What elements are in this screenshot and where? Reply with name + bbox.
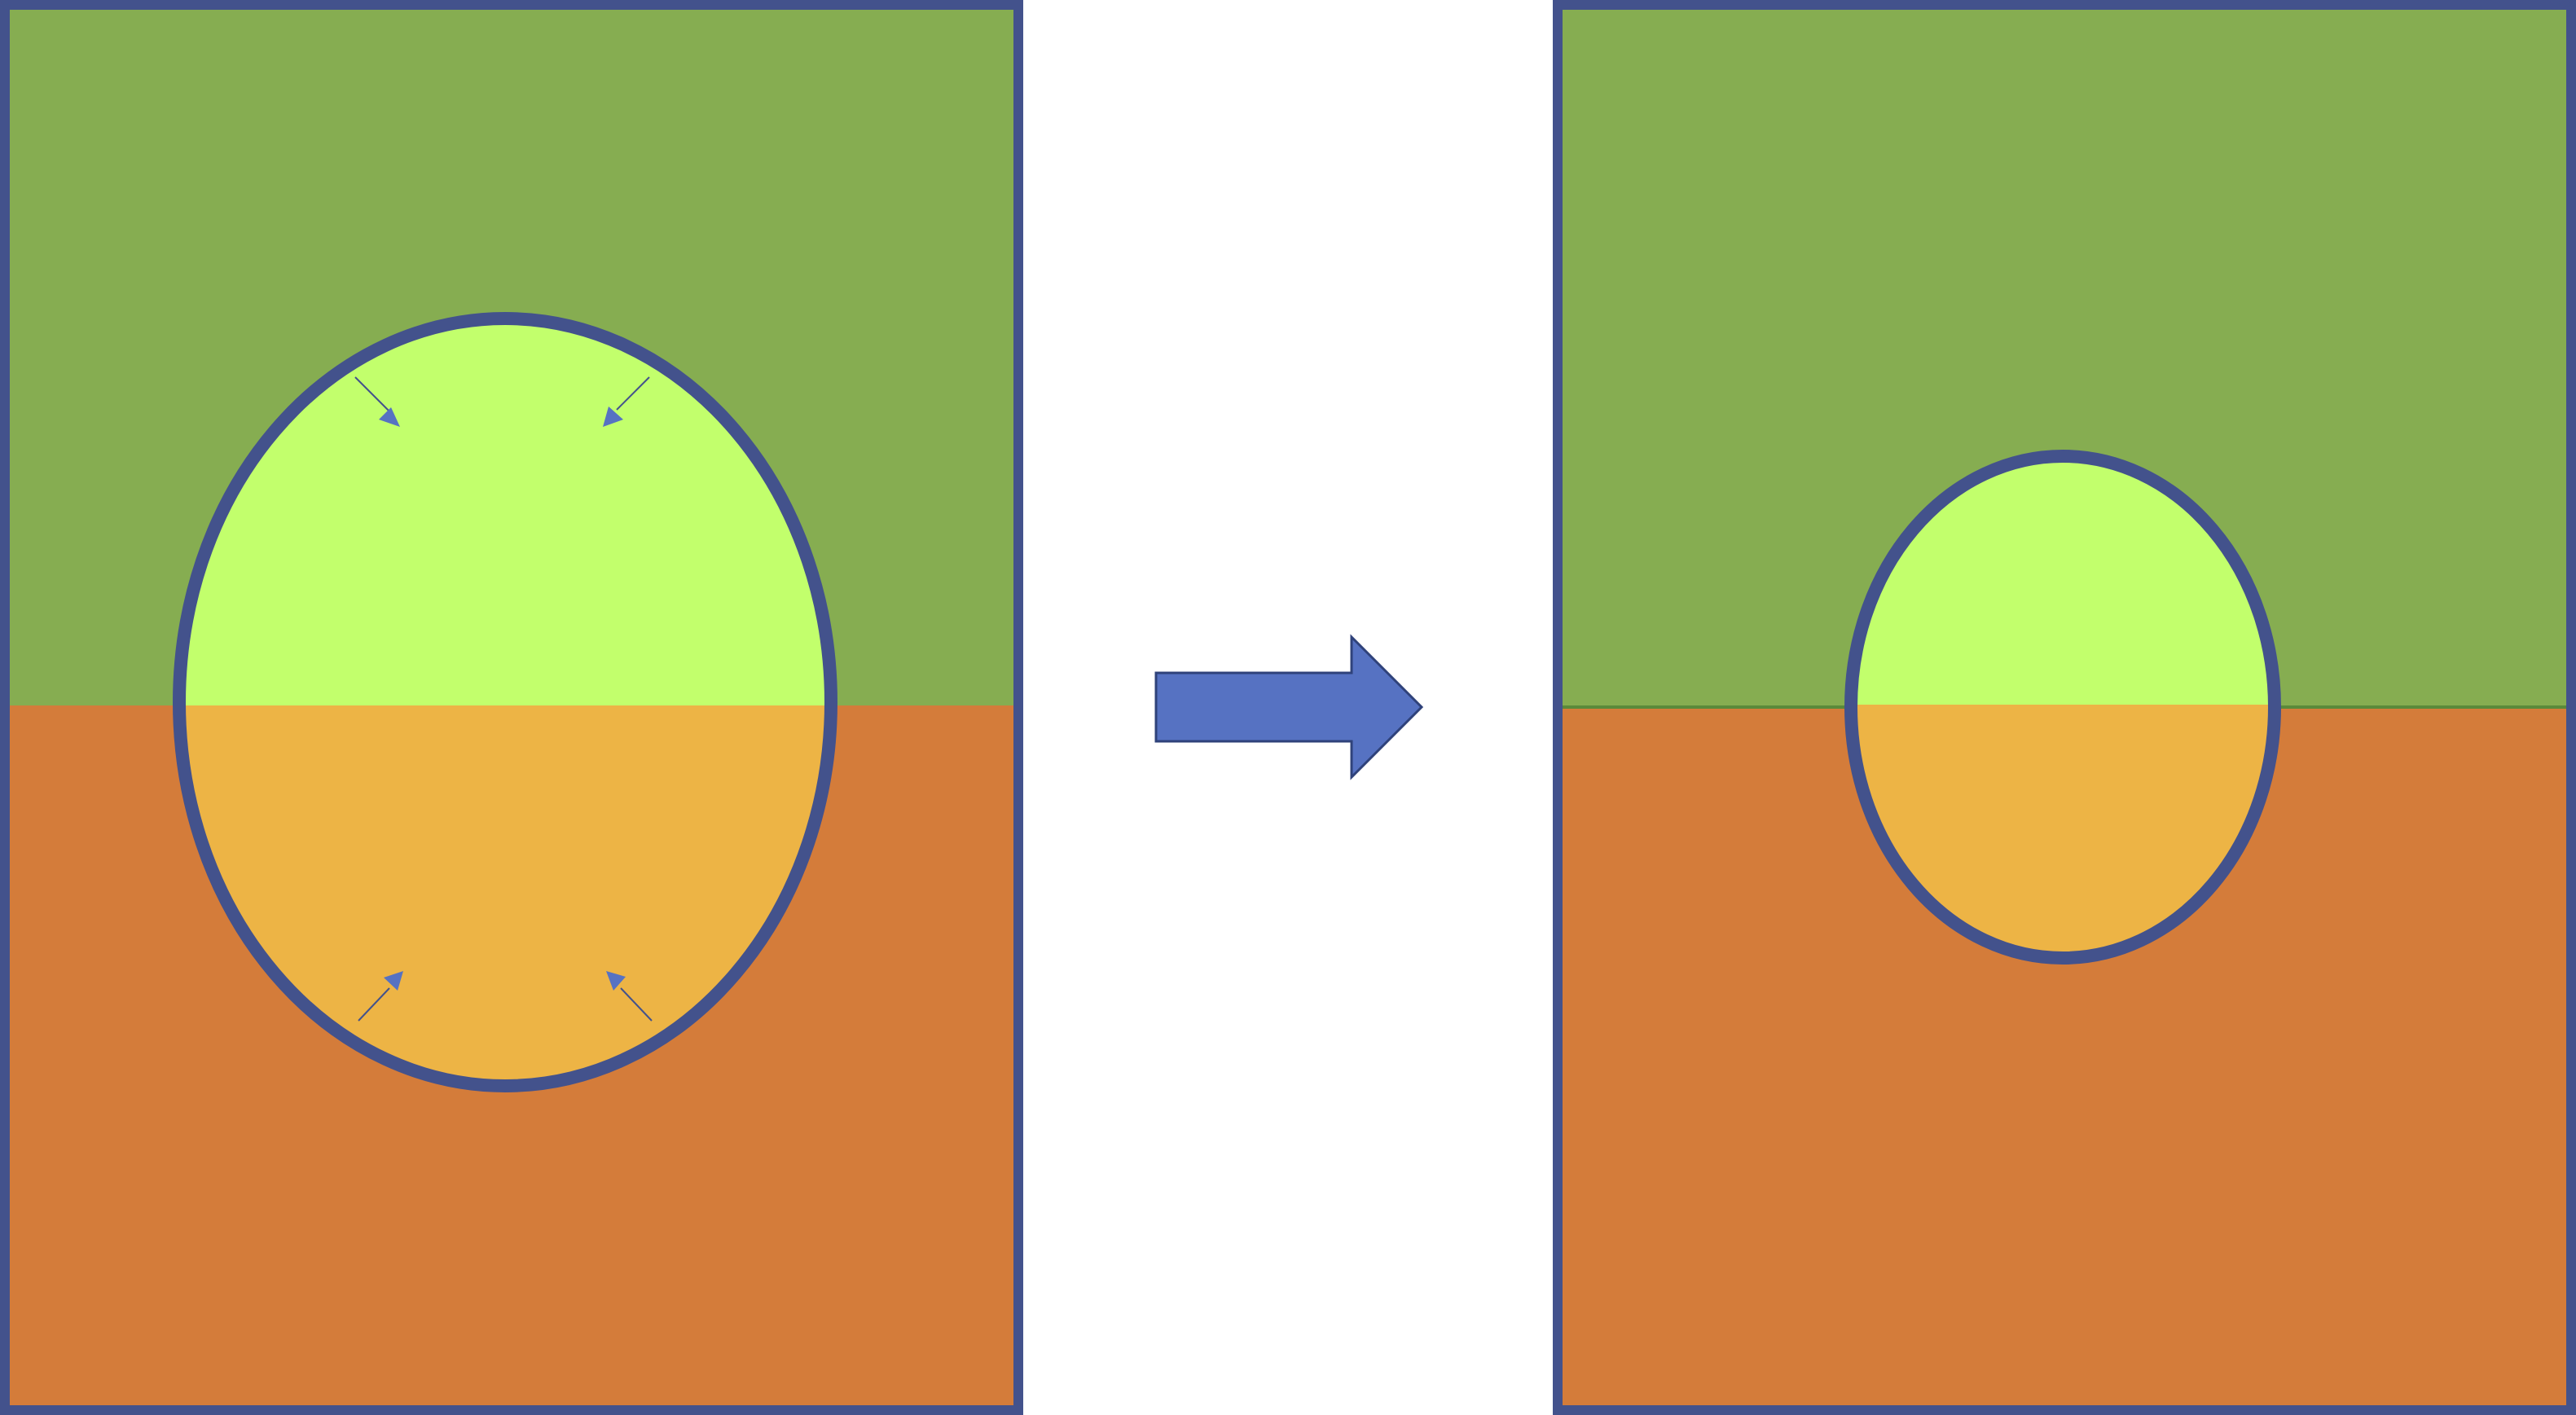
panel-frame [1553,0,2576,1415]
panel-frame [0,0,1023,1415]
panel-after [1553,0,2576,1415]
arrow-top-right-icon [603,376,650,427]
arrow-bottom-right-icon [606,971,653,1022]
inclusion-outline [1844,450,2281,965]
arrow-bottom-left-icon [358,971,403,1022]
contraction-arrows [354,376,653,1022]
panel-before [0,0,1023,1415]
right-block-arrow-icon [1154,634,1424,780]
arrow-top-left-icon [354,376,400,427]
inclusion-outline [173,312,837,1092]
